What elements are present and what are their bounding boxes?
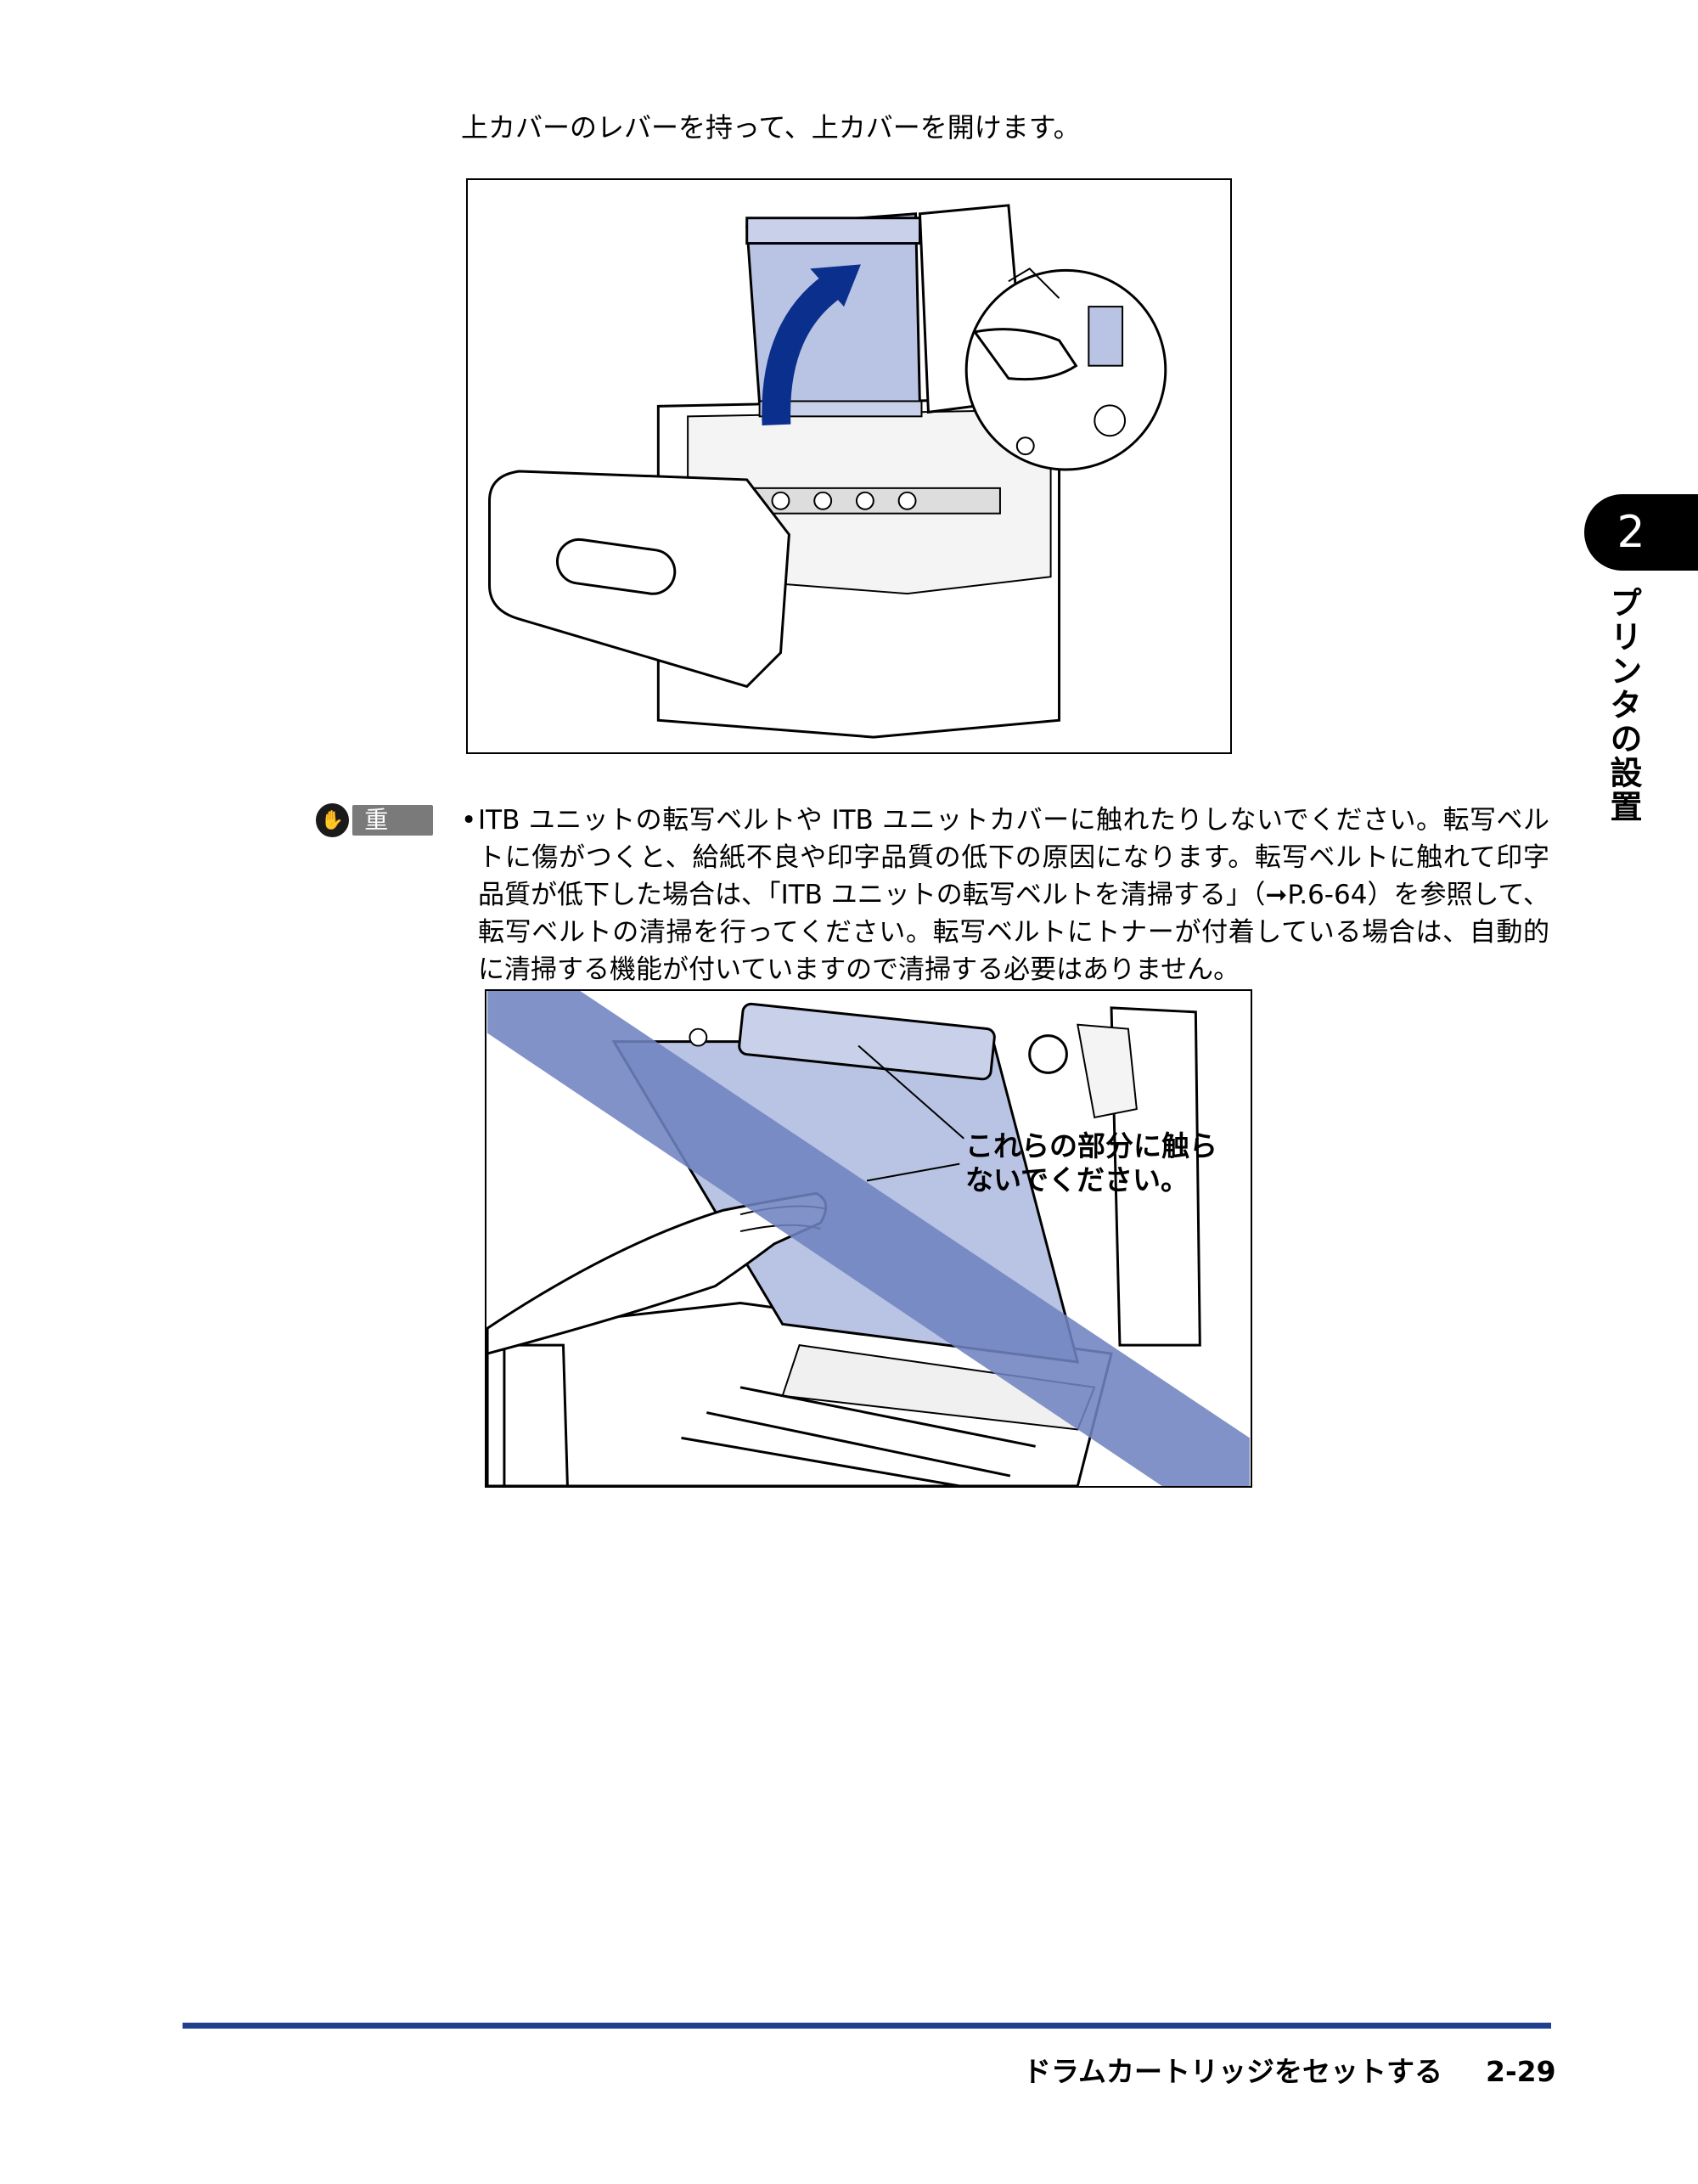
chapter-number: 2 bbox=[1616, 507, 1645, 558]
footer-section-title: ドラムカートリッジをセットする bbox=[1023, 2055, 1443, 2088]
important-note-text: ITB ユニットの転写ベルトや ITB ユニットカバーに触れたりしないでください… bbox=[478, 805, 1549, 985]
figure-open-top-cover bbox=[466, 178, 1232, 754]
footer-rule bbox=[183, 2023, 1551, 2029]
important-label: 重要 bbox=[352, 805, 433, 864]
figure-do-not-touch-belt bbox=[485, 989, 1252, 1488]
hand-stop-icon: ✋ bbox=[316, 803, 350, 837]
do-not-touch-callout: これらの部分に触ら ないでください。 bbox=[965, 1129, 1217, 1196]
page-number: 2-29 bbox=[1486, 2055, 1556, 2088]
chapter-title: プリンタの設置 bbox=[1605, 586, 1642, 824]
note-bullet: • bbox=[461, 805, 477, 836]
important-badge: ✋ 重要 bbox=[316, 803, 433, 864]
printer-illustration-2 bbox=[486, 991, 1250, 1486]
printer-illustration-1 bbox=[488, 204, 1167, 739]
chapter-tab: 2 bbox=[1584, 494, 1698, 571]
step-instruction: 上カバーのレバーを持って、上カバーを開けます。 bbox=[461, 111, 1081, 144]
